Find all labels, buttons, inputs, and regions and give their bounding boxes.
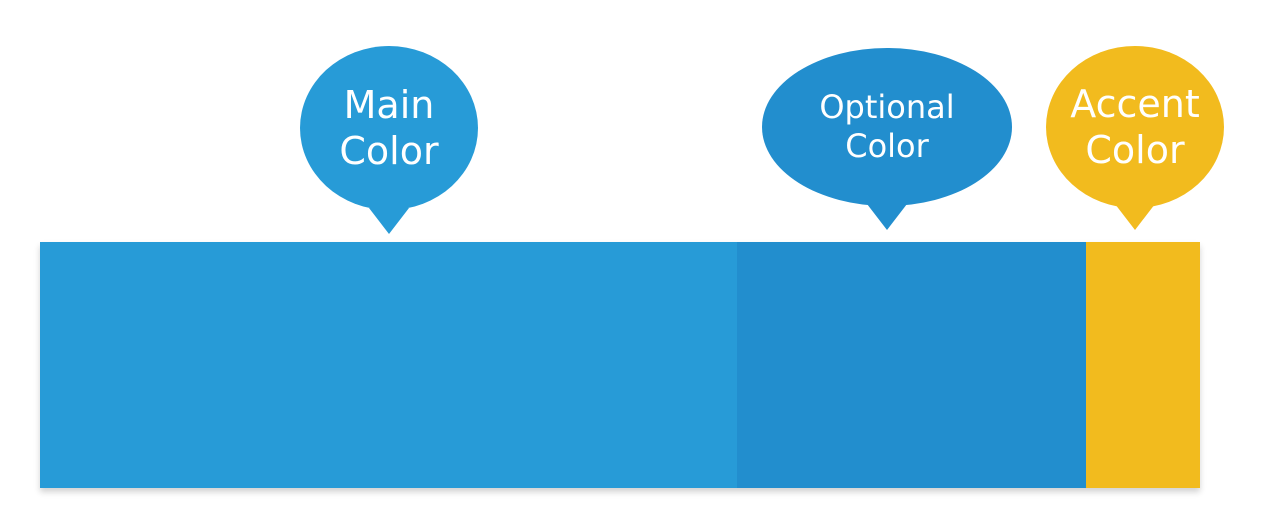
main-color-bubble: Main Color [300, 46, 478, 234]
main-color-bubble-pointer [369, 208, 409, 234]
optional-color-label-line1: Optional [819, 87, 955, 126]
main-color-label-line1: Main [343, 82, 435, 127]
accent-color-label-line1: Accent [1070, 81, 1200, 126]
main-color-segment [40, 242, 737, 488]
accent-color-label-line2: Color [1085, 128, 1185, 172]
optional-color-bubble: Optional Color [762, 48, 1012, 230]
accent-color-bubble-pointer [1115, 204, 1155, 230]
accent-color-bubble: Accent Color [1046, 46, 1224, 230]
color-proportion-bar [40, 242, 1200, 488]
optional-color-bubble-pointer [867, 204, 907, 230]
optional-color-segment [737, 242, 1086, 488]
accent-color-segment [1086, 242, 1200, 488]
optional-color-label-line2: Color [845, 127, 929, 165]
main-color-label-line2: Color [339, 129, 439, 173]
